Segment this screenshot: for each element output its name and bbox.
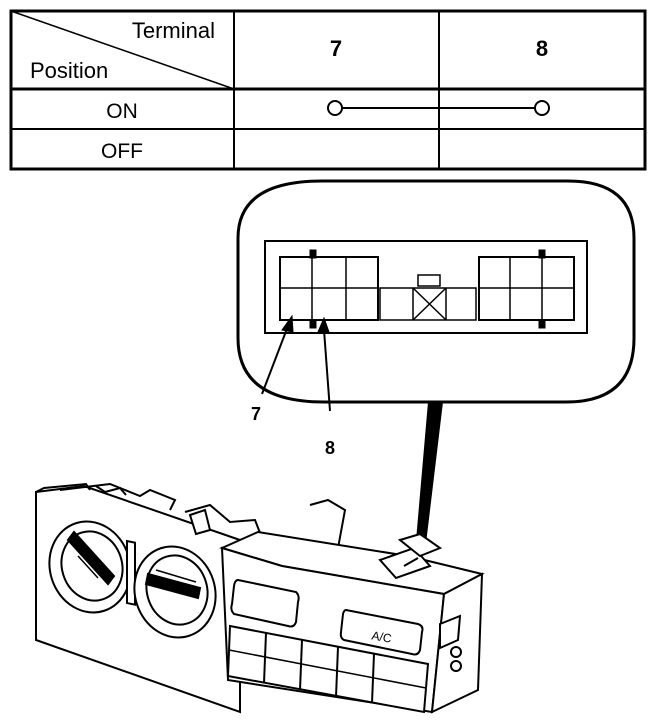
ac-button[interactable] bbox=[339, 608, 424, 656]
continuity-node-8 bbox=[534, 100, 550, 116]
ac-button-label: A/C bbox=[371, 628, 393, 645]
continuity-node-7 bbox=[327, 100, 343, 116]
column-terminal-7: 7 bbox=[330, 36, 342, 61]
connector-face bbox=[264, 240, 588, 334]
connector-callout-bubble bbox=[236, 179, 636, 404]
row-label-off: OFF bbox=[101, 140, 143, 163]
upper-rocker-switch bbox=[230, 578, 300, 628]
column-terminal-8: 8 bbox=[536, 36, 548, 61]
continuity-link-on bbox=[327, 100, 550, 116]
callout-leader-wedge bbox=[415, 402, 443, 552]
continuity-table bbox=[9, 9, 647, 171]
header-position-label: Position bbox=[30, 58, 108, 83]
climate-control-panel bbox=[35, 482, 485, 714]
terminal-pointers bbox=[261, 314, 331, 412]
switch-module-side bbox=[430, 572, 484, 714]
header-terminal-label: Terminal bbox=[132, 18, 215, 43]
terminal-callout-8: 8 bbox=[325, 438, 335, 458]
header-diagonal bbox=[10, 10, 235, 90]
fresh-air-slider bbox=[126, 539, 136, 606]
side-screw-1 bbox=[450, 646, 462, 658]
terminal-callout-7: 7 bbox=[251, 404, 261, 424]
side-screw-2 bbox=[450, 660, 462, 672]
row-label-on: ON bbox=[106, 100, 138, 123]
right-dial-icon bbox=[133, 545, 217, 639]
left-dial-icon bbox=[48, 520, 132, 614]
